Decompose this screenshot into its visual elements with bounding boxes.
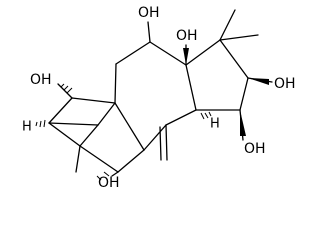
- hydroxyl-label: OH: [176, 28, 198, 44]
- bond: [149, 41, 187, 66]
- bond: [165, 124, 168, 161]
- bond: [75, 145, 81, 173]
- hash-bond: [39, 120, 42, 128]
- bond: [48, 122, 81, 147]
- hash-bond: [43, 119, 46, 128]
- molecule-structure-diagram: OH OH OH OH OH OH H H: [22, 5, 296, 191]
- bond: [143, 124, 167, 151]
- bond: [219, 34, 259, 41]
- bond: [147, 21, 151, 43]
- hydroxyl-label: OH: [98, 175, 120, 191]
- hydroxyl-label: OH: [244, 141, 266, 157]
- hash-bond: [204, 112, 209, 119]
- hash-bond: [66, 87, 73, 94]
- hydroxyl-label: OH: [138, 5, 160, 21]
- hydroxyl-label: OH: [30, 72, 52, 88]
- hash-bond: [208, 111, 212, 117]
- bond: [117, 149, 145, 173]
- bond: [79, 124, 99, 147]
- wedge-bond: [183, 48, 189, 65]
- wedge-bond: [248, 78, 269, 85]
- bond: [97, 102, 116, 126]
- hash-bond: [200, 112, 205, 120]
- bond: [114, 63, 117, 104]
- wedge-bond: [240, 110, 246, 136]
- hash-bond: [60, 83, 65, 88]
- bond: [219, 39, 249, 79]
- stereo-bonds: [35, 48, 269, 181]
- hydrogen-label: H: [210, 117, 220, 132]
- hash-bond: [63, 85, 69, 91]
- bond: [165, 109, 197, 126]
- bond: [159, 126, 162, 161]
- bond: [185, 64, 197, 111]
- bond: [48, 97, 73, 124]
- bond: [219, 9, 236, 41]
- bond: [115, 41, 151, 65]
- hash-bond: [103, 171, 110, 177]
- hash-bond: [96, 175, 102, 181]
- bond: [114, 102, 145, 151]
- bond-skeleton: [48, 9, 273, 177]
- hydrogen-label: H: [22, 120, 32, 135]
- hydroxyl-label: OH: [274, 76, 296, 92]
- bond: [48, 122, 99, 126]
- bond: [185, 39, 221, 66]
- bond: [57, 83, 73, 99]
- bond: [111, 171, 119, 177]
- bond: [71, 97, 116, 104]
- hash-bond: [35, 121, 38, 127]
- bond: [79, 145, 119, 173]
- atom-labels: OH OH OH OH OH OH H H: [22, 5, 296, 191]
- bond: [239, 77, 249, 111]
